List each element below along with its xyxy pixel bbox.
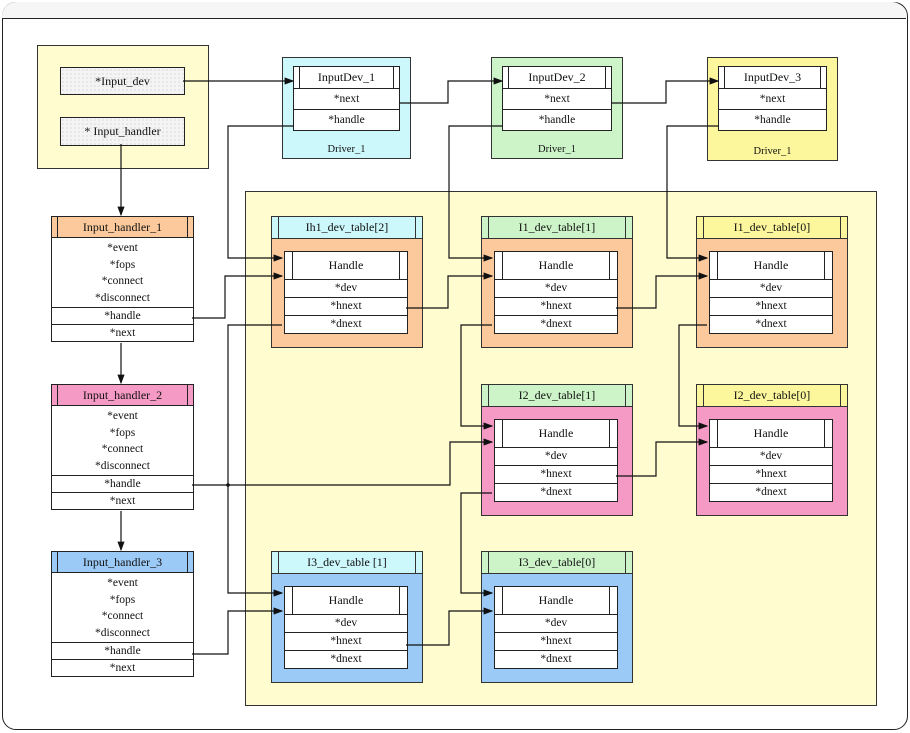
input-handler-pointer: * Input_handler xyxy=(60,117,185,146)
device-caption: Driver_1 xyxy=(753,146,792,157)
device-caption: Driver_1 xyxy=(327,144,366,155)
globals-area xyxy=(37,45,209,169)
device-field-next: *next xyxy=(719,88,826,109)
table-field-dev: *dev xyxy=(759,450,783,462)
device-field-next: *next xyxy=(503,88,611,109)
handler-field: *disconnect xyxy=(95,626,150,639)
table-field-dev: *dev xyxy=(759,282,783,294)
table-field-dnext: *dnext xyxy=(285,315,407,333)
device-field-handle: *handle xyxy=(719,109,826,130)
table-title: I1_dev_table[0] xyxy=(697,217,847,239)
input-device-2: InputDev_2 *next *handle Driver_1 xyxy=(491,57,623,159)
handler-field: *fops xyxy=(109,258,136,271)
table-handle: Handle xyxy=(495,420,617,448)
table-handle: Handle xyxy=(285,587,407,615)
handler-field: *fops xyxy=(109,593,136,606)
dev-table-i3-1: I3_dev_table [1] Handle *dev *hnext *dne… xyxy=(271,551,423,683)
dev-table-i1-1: I1_dev_table[1] Handle *dev *hnext *dnex… xyxy=(481,216,633,348)
device-title: InputDev_2 xyxy=(503,67,611,88)
table-field-dnext: *dnext xyxy=(710,483,832,501)
table-field-dnext: *dnext xyxy=(710,315,832,333)
handler-field: *disconnect xyxy=(95,291,150,304)
handler-field: *disconnect xyxy=(95,459,150,472)
handler-field: *connect xyxy=(101,610,144,622)
table-handle: Handle xyxy=(495,587,617,615)
input-handler-3: Input_handler_3 *event *fops *connect *d… xyxy=(51,551,194,677)
table-handle: Handle xyxy=(285,252,407,280)
table-field-dev: *dev xyxy=(334,617,358,629)
table-field-hnext: *hnext xyxy=(710,297,832,315)
table-title: I3_dev_table [1] xyxy=(272,552,422,574)
device-field-handle: *handle xyxy=(503,109,611,130)
handler-field: *fops xyxy=(109,426,136,439)
table-field-hnext: *hnext xyxy=(285,297,407,315)
handler-field: *event xyxy=(107,577,138,589)
table-title: I1_dev_table[1] xyxy=(482,217,632,239)
dev-table-i2-1: I2_dev_table[1] Handle *dev *hnext *dnex… xyxy=(481,384,633,516)
dev-table-i3-0: I3_dev_table[0] Handle *dev *hnext *dnex… xyxy=(481,551,633,683)
handler-field-next: *next xyxy=(52,659,193,676)
input-device-1: InputDev_1 *next *handle Driver_1 xyxy=(282,57,411,159)
input-handler-1: Input_handler_1 *event *fops *connect *d… xyxy=(51,216,194,342)
device-field-next: *next xyxy=(294,88,399,109)
input-device-3: InputDev_3 *next *handle Driver_1 xyxy=(707,57,838,161)
handler-field: *connect xyxy=(101,275,144,287)
table-field-hnext: *hnext xyxy=(495,632,617,650)
input-handler-2: Input_handler_2 *event *fops *connect *d… xyxy=(51,384,194,510)
handler-field: *event xyxy=(107,242,138,254)
handler-field: *event xyxy=(107,410,138,422)
handler-field-handle: *handle xyxy=(52,307,193,324)
device-caption: Driver_1 xyxy=(538,144,576,155)
table-field-dev: *dev xyxy=(334,282,358,294)
input-dev-pointer: *Input_dev xyxy=(60,67,185,95)
handler-title: Input_handler_1 xyxy=(52,217,193,238)
handler-title: Input_handler_2 xyxy=(52,385,193,406)
table-handle: Handle xyxy=(710,420,832,448)
dev-table-ih1-2: Ih1_dev_table[2] Handle *dev *hnext *dne… xyxy=(271,216,423,348)
table-field-hnext: *hnext xyxy=(495,297,617,315)
table-field-hnext: *hnext xyxy=(710,465,832,483)
handler-field-next: *next xyxy=(52,492,193,509)
table-title: I3_dev_table[0] xyxy=(482,552,632,574)
table-field-hnext: *hnext xyxy=(285,632,407,650)
table-field-hnext: *hnext xyxy=(495,465,617,483)
table-field-dnext: *dnext xyxy=(495,315,617,333)
table-title: Ih1_dev_table[2] xyxy=(272,217,422,239)
handler-field-handle: *handle xyxy=(52,642,193,659)
handler-field-handle: *handle xyxy=(52,475,193,492)
table-field-dnext: *dnext xyxy=(495,483,617,501)
table-handle: Handle xyxy=(495,252,617,280)
frame-title-bar xyxy=(2,2,906,19)
device-title: InputDev_1 xyxy=(294,67,399,88)
table-handle: Handle xyxy=(710,252,832,280)
handler-field: *connect xyxy=(101,443,144,455)
table-field-dnext: *dnext xyxy=(285,650,407,668)
table-title: I2_dev_table[0] xyxy=(697,385,847,407)
handler-title: Input_handler_3 xyxy=(52,552,193,573)
dev-table-i1-0: I1_dev_table[0] Handle *dev *hnext *dnex… xyxy=(696,216,848,348)
table-field-dev: *dev xyxy=(544,617,568,629)
dev-table-i2-0: I2_dev_table[0] Handle *dev *hnext *dnex… xyxy=(696,384,848,516)
table-title: I2_dev_table[1] xyxy=(482,385,632,407)
handler-field-next: *next xyxy=(52,324,193,341)
table-field-dev: *dev xyxy=(544,450,568,462)
device-title: InputDev_3 xyxy=(719,67,826,88)
device-field-handle: *handle xyxy=(294,109,399,130)
table-field-dnext: *dnext xyxy=(495,650,617,668)
table-field-dev: *dev xyxy=(544,282,568,294)
